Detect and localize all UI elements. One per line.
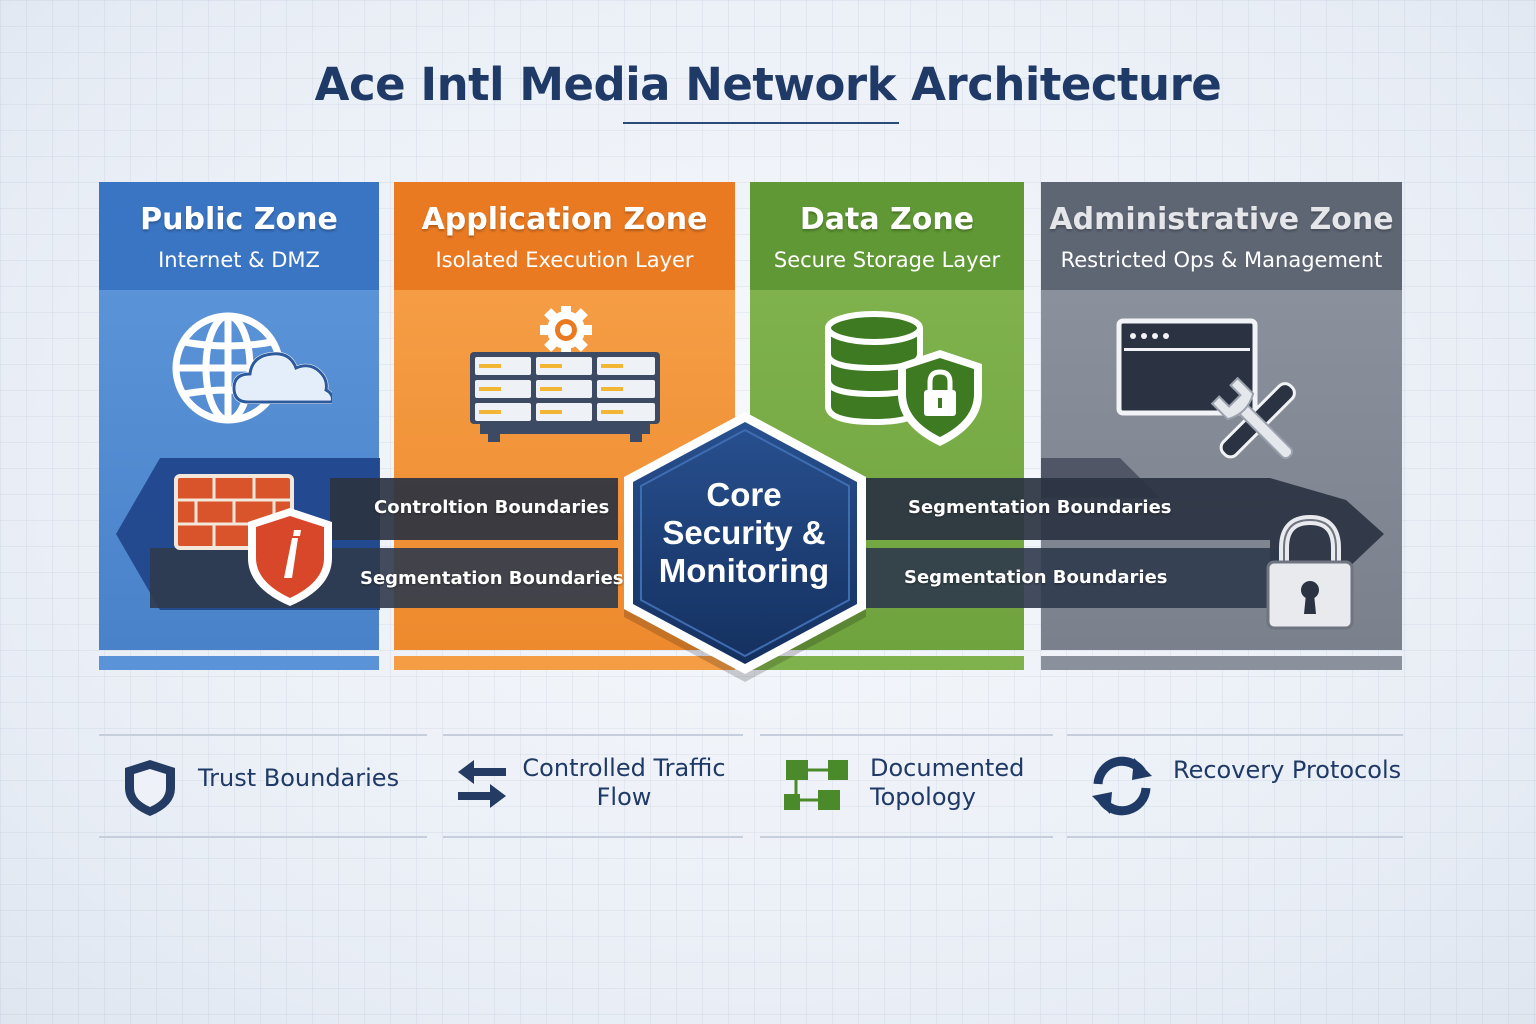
zone-application-header: Application Zone Isolated Execution Laye… [394,182,735,290]
title-underline [623,122,899,124]
page-title: Ace Intl Media Network Architecture [314,58,1222,111]
zone-public-subtitle: Internet & DMZ [158,248,320,272]
right-band-top [866,478,1384,570]
feature-divider-bottom-2 [443,836,743,838]
zone-data-name: Data Zone [799,202,975,237]
feature-divider-bottom-4 [1067,836,1403,838]
feature-recovery-protocols: Recovery Protocols [1173,756,1401,785]
zone-administrative-name: Administrative Zone [1049,202,1394,237]
database-shield-icon [825,311,982,446]
zone-data-header: Data Zone Secure Storage Layer [750,182,1024,290]
feature-controlled-traffic-flow: Controlled Traffic Flow [519,754,729,812]
zone-data-footer [750,656,1024,670]
boundary-label-left-top: Controltion Boundaries [374,497,610,518]
feature-documented-topology-line2: Topology [870,783,976,811]
feature-divider-bottom-3 [760,836,1053,838]
feature-divider-top-4 [1067,734,1403,736]
padlock-icon [1266,514,1354,630]
globe-cloud-icon [172,312,332,424]
console-tools-icon [1116,318,1296,460]
firewall-shield-icon [174,474,332,606]
feature-trust-boundaries-line1: Trust Boundaries [198,764,400,792]
zone-application-subtitle: Isolated Execution Layer [435,248,694,272]
feature-trust-boundaries: Trust Boundaries [198,764,399,793]
core-label-line3: Monitoring [658,552,830,589]
boundary-label-right-top: Segmentation Boundaries [908,497,1172,518]
feature-divider-top-2 [443,734,743,736]
core-label: Core Security & Monitoring [628,476,860,590]
feature-documented-topology-line1: Documented [870,754,1025,782]
boundary-label-left-bottom: Segmentation Boundaries [360,568,624,589]
zone-public-header: Public Zone Internet & DMZ [99,182,379,290]
zone-administrative-header: Administrative Zone Restricted Ops & Man… [1041,182,1402,290]
feature-divider-bottom-1 [99,836,427,838]
zone-administrative-footer [1041,656,1402,670]
feature-documented-topology: Documented Topology [870,754,1024,812]
zone-administrative-subtitle: Restricted Ops & Management [1060,248,1383,272]
boundary-label-right-bottom: Segmentation Boundaries [904,567,1168,588]
feature-controlled-traffic-line1: Controlled Traffic [522,754,726,782]
server-rack-gear-icon [470,306,660,442]
left-band-top [330,478,618,540]
feature-controlled-traffic-line2: Flow [596,783,652,811]
feature-divider-top-3 [760,734,1053,736]
core-label-line1: Core [706,476,782,513]
right-band-bottom [866,548,1284,608]
zone-application-name: Application Zone [421,202,708,237]
zone-application-footer [394,656,735,670]
shield-outline-icon [125,760,175,816]
zone-public-name: Public Zone [140,202,338,237]
core-label-line2: Security & [662,514,826,551]
zone-data-subtitle: Secure Storage Layer [773,248,1001,272]
core-hexagon [624,412,866,682]
swap-arrows-icon [458,760,506,808]
refresh-cycle-icon [1092,756,1152,816]
topology-nodes-icon [784,760,848,810]
feature-divider-top-1 [99,734,427,736]
zone-public-footer [99,656,379,670]
feature-recovery-protocols-line1: Recovery Protocols [1173,756,1402,784]
